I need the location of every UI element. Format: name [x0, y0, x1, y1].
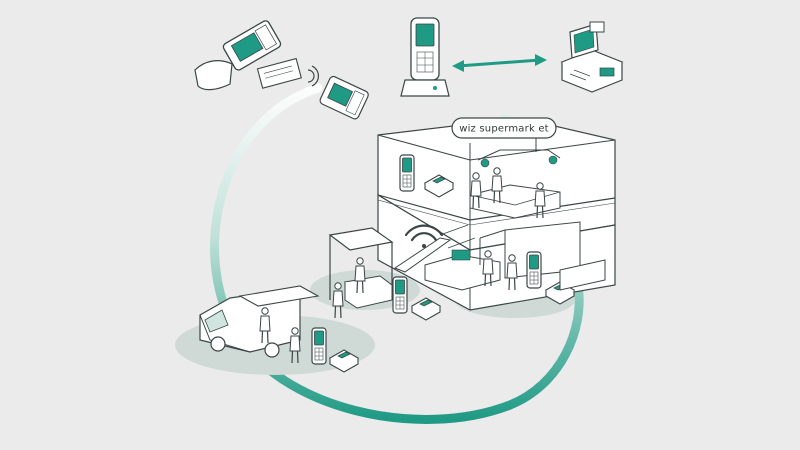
- hand-icon: [195, 61, 232, 90]
- nfc-signal-icon: [308, 66, 318, 86]
- handheld-terminal-icon: [411, 18, 439, 80]
- charging-dock-icon: [401, 80, 449, 96]
- receipt-icon: [257, 59, 301, 89]
- handheld-terminal-dock-group: [401, 18, 449, 96]
- double-arrow-icon: [452, 54, 547, 72]
- pos-register-icon: [562, 22, 622, 92]
- store-sign-text: wiz supermark et: [459, 124, 549, 135]
- smartphone-card-icon: [319, 75, 370, 120]
